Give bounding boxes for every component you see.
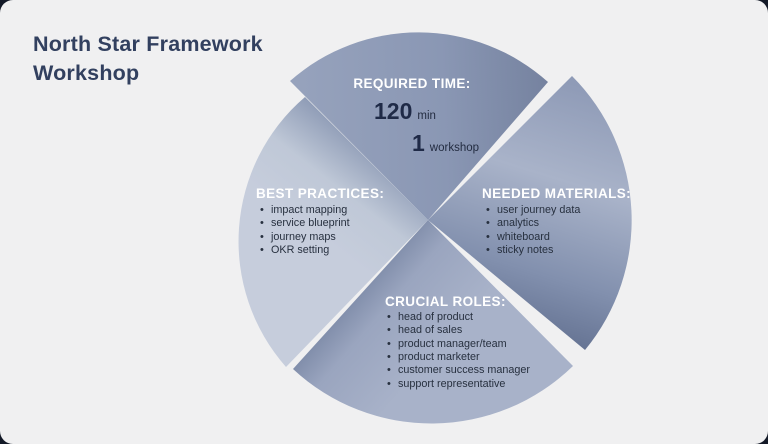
- required-time-heading: REQUIRED TIME:: [353, 76, 471, 91]
- minutes-unit: min: [417, 110, 436, 122]
- list-item: product marketer: [385, 351, 530, 365]
- list-item: OKR setting: [258, 244, 350, 258]
- list-item: journey maps: [258, 231, 350, 245]
- needed-materials-list: user journey data analytics whiteboard s…: [484, 204, 580, 258]
- crucial-roles-list: head of product head of sales product ma…: [385, 311, 530, 391]
- workshop-unit: workshop: [429, 142, 480, 154]
- list-item: sticky notes: [484, 244, 580, 258]
- required-time-minutes: 120 min: [374, 100, 436, 123]
- list-item: analytics: [484, 217, 580, 231]
- page-title: North Star Framework Workshop: [33, 32, 263, 85]
- list-item: service blueprint: [258, 217, 350, 231]
- best-practices-heading: BEST PRACTICES:: [256, 186, 385, 201]
- list-item: product manager/team: [385, 338, 530, 352]
- list-item: whiteboard: [484, 231, 580, 245]
- list-item: support representative: [385, 378, 530, 392]
- list-item: user journey data: [484, 204, 580, 218]
- minutes-value: 120: [374, 98, 413, 124]
- list-item: customer success manager: [385, 364, 530, 378]
- crucial-roles-heading: CRUCIAL ROLES:: [385, 294, 506, 309]
- workshop-value: 1: [412, 130, 425, 156]
- list-item: impact mapping: [258, 204, 350, 218]
- sector-required-time: [290, 32, 548, 220]
- list-item: head of sales: [385, 324, 530, 338]
- required-time-workshops: 1 workshop: [412, 132, 479, 155]
- needed-materials-heading: NEEDED MATERIALS:: [482, 186, 632, 201]
- best-practices-list: impact mapping service blueprint journey…: [258, 204, 350, 258]
- list-item: head of product: [385, 311, 530, 325]
